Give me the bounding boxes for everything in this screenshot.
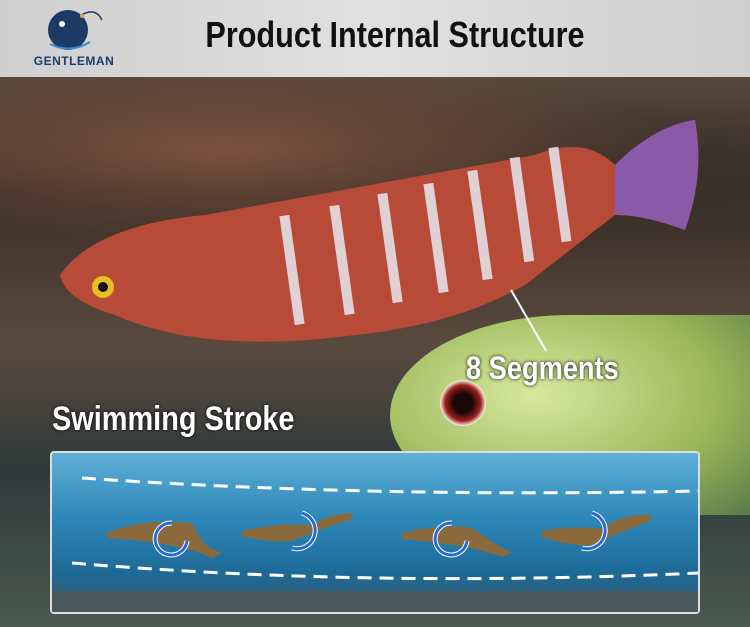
swimming-stroke-illustration bbox=[50, 451, 700, 614]
brand-name: GENTLEMAN bbox=[33, 54, 115, 68]
segmented-lure-image bbox=[60, 120, 699, 342]
page-title: Product Internal Structure bbox=[205, 14, 585, 55]
rotation-arrow-icon bbox=[152, 510, 608, 558]
swimming-stroke-label: Swimming Stroke bbox=[52, 400, 295, 438]
fish-logo-icon bbox=[48, 10, 103, 50]
segments-label: 8 Segments bbox=[466, 350, 619, 386]
header-banner: GENTLEMAN Product Internal Structure bbox=[0, 0, 750, 77]
swim-path-graphic bbox=[52, 476, 698, 612]
lure-eye bbox=[440, 380, 486, 426]
